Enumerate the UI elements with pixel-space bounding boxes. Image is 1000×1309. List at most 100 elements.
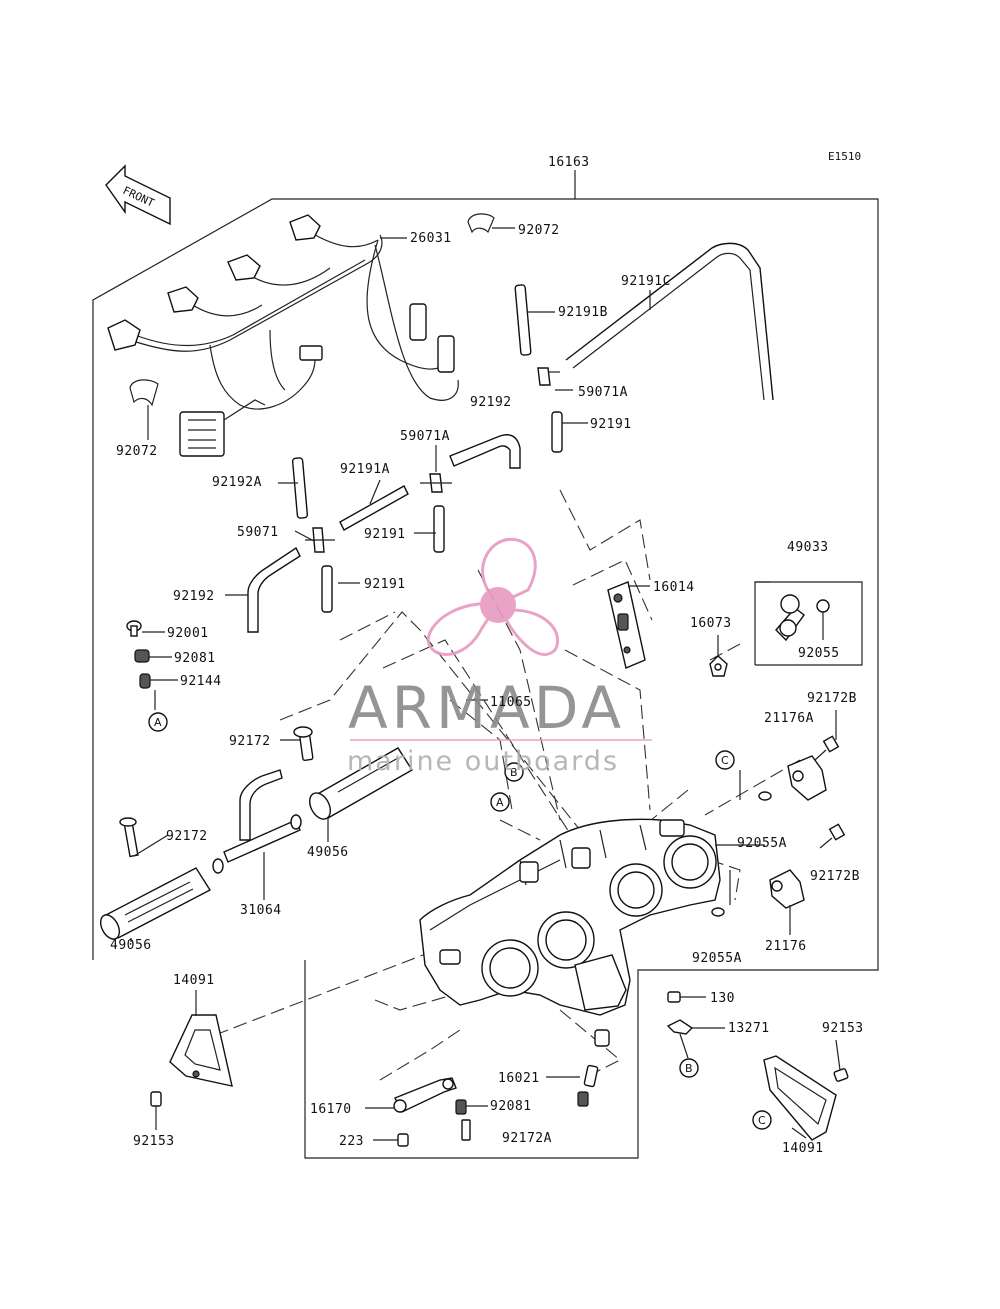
leader-lines	[130, 227, 841, 1141]
assembly-boundary	[92, 170, 879, 1159]
assembly-guide-lines	[214, 489, 801, 1081]
clamp-92072-top-icon	[467, 213, 495, 234]
bolt-92172A-icon	[461, 1119, 471, 1141]
label-92191C: 92191C	[621, 274, 671, 289]
connector-3-icon	[227, 254, 261, 281]
label-16021: 16021	[498, 1071, 540, 1086]
label-59071: 59071	[237, 525, 279, 540]
label-49056-center: 49056	[307, 845, 349, 860]
label-92191-left: 92191	[364, 577, 406, 592]
connector-5-icon	[409, 303, 455, 373]
label-92191-center: 92191	[364, 527, 406, 542]
watermark-brand: ARMADA	[348, 674, 625, 742]
label-16170: 16170	[310, 1102, 352, 1117]
screw-92001-icon	[126, 620, 142, 637]
connector-1-icon	[107, 319, 141, 351]
link-16170-icon	[393, 1077, 457, 1113]
fuel-pipe-31064-icon	[212, 769, 302, 874]
label-92153-right: 92153	[822, 1021, 864, 1036]
sensor-49033-icon	[775, 594, 805, 642]
label-14091-right: 14091	[782, 1141, 824, 1156]
label-92153-left: 92153	[133, 1134, 175, 1149]
svg-text:A: A	[496, 796, 504, 809]
bolt-92172-left-icon	[119, 817, 139, 858]
propeller-logo-icon	[426, 537, 560, 656]
clamp-92072-left-icon	[129, 379, 159, 407]
label-21176A: 21176A	[764, 711, 814, 726]
valve-16021-icon	[577, 1064, 599, 1107]
svg-text:A: A	[154, 716, 162, 729]
label-16163: 16163	[548, 155, 590, 170]
label-92055A-bottom: 92055A	[692, 951, 742, 966]
label-92001: 92001	[167, 626, 209, 641]
label-92192-left: 92192	[173, 589, 215, 604]
label-16014: 16014	[653, 580, 695, 595]
callout-a-center: A	[490, 792, 510, 812]
label-92191B: 92191B	[558, 305, 608, 320]
bracket-14091-left-icon	[169, 1014, 233, 1087]
label-92081-left: 92081	[174, 651, 216, 666]
label-92072-left: 92072	[116, 444, 158, 459]
svg-text:B: B	[510, 766, 518, 779]
sensor-plug-icon	[299, 345, 323, 361]
nut-16073-icon	[709, 655, 728, 677]
label-49056-left: 49056	[110, 938, 152, 953]
label-92172B-right: 92172B	[810, 869, 860, 884]
label-92172-top: 92172	[229, 734, 271, 749]
label-16073: 16073	[690, 616, 732, 631]
svg-text:C: C	[721, 754, 729, 767]
label-223: 223	[339, 1134, 364, 1149]
label-92144: 92144	[180, 674, 222, 689]
sensor-21176-icon	[711, 869, 805, 917]
sensor-21176A-icon	[758, 755, 827, 801]
label-21176: 21176	[765, 939, 807, 954]
spring-92081-bottom-icon	[455, 1099, 467, 1115]
svg-text:B: B	[685, 1062, 693, 1075]
part-labels: E1510 16163 92072 26031 92191C 92191B 59…	[110, 150, 864, 1156]
spring-92081-icon	[134, 649, 150, 663]
label-92055: 92055	[798, 646, 840, 661]
bracket-14091-right-icon	[763, 1055, 837, 1141]
main-connector-block-icon	[179, 399, 266, 457]
wiring-harness	[107, 214, 459, 457]
bolt-92153-left-icon	[150, 1091, 162, 1107]
label-130: 130	[710, 991, 735, 1006]
callout-c-right: C	[715, 750, 735, 770]
label-59071A-center: 59071A	[400, 429, 450, 444]
label-92081-bottom: 92081	[490, 1099, 532, 1114]
sensor-49033-group	[754, 581, 863, 666]
regulator-16014-icon	[607, 581, 646, 669]
label-59071A-right: 59071A	[578, 385, 628, 400]
bolt-92172B-right-icon	[819, 823, 846, 849]
label-13271: 13271	[728, 1021, 770, 1036]
svg-text:C: C	[758, 1114, 766, 1127]
screw-223-icon	[397, 1133, 409, 1147]
vacuum-hoses	[247, 242, 774, 633]
label-11065: 11065	[490, 695, 532, 710]
callout-b-bottom: B	[679, 1058, 699, 1078]
label-49033: 49033	[787, 540, 829, 555]
watermark-tagline: marine outboards	[347, 746, 619, 777]
label-92191A: 92191A	[340, 462, 390, 477]
connector-2-icon	[167, 286, 199, 313]
label-92172B-top: 92172B	[807, 691, 857, 706]
callout-c-bottom: C	[752, 1110, 772, 1130]
oring-92055-icon	[816, 599, 830, 640]
spring-92144-icon	[139, 673, 151, 689]
screw-130-icon	[667, 991, 681, 1003]
armada-watermark: ARMADA marine outboards	[347, 537, 652, 777]
label-92192-top: 92192	[470, 395, 512, 410]
label-14091-left: 14091	[173, 973, 215, 988]
label-92172A: 92172A	[502, 1131, 552, 1146]
label-92191-right: 92191	[590, 417, 632, 432]
label-31064: 31064	[240, 903, 282, 918]
callout-b-center: B	[504, 762, 524, 782]
fuel-rail-49056-left-icon	[99, 867, 212, 940]
fuel-rail-49056-center-icon	[308, 747, 413, 820]
bolt-92172B-top-icon	[814, 735, 840, 761]
label-92192A: 92192A	[212, 475, 262, 490]
front-arrow-icon: FRONT	[105, 164, 171, 226]
label-26031: 26031	[410, 231, 452, 246]
connector-4-icon	[289, 214, 321, 241]
